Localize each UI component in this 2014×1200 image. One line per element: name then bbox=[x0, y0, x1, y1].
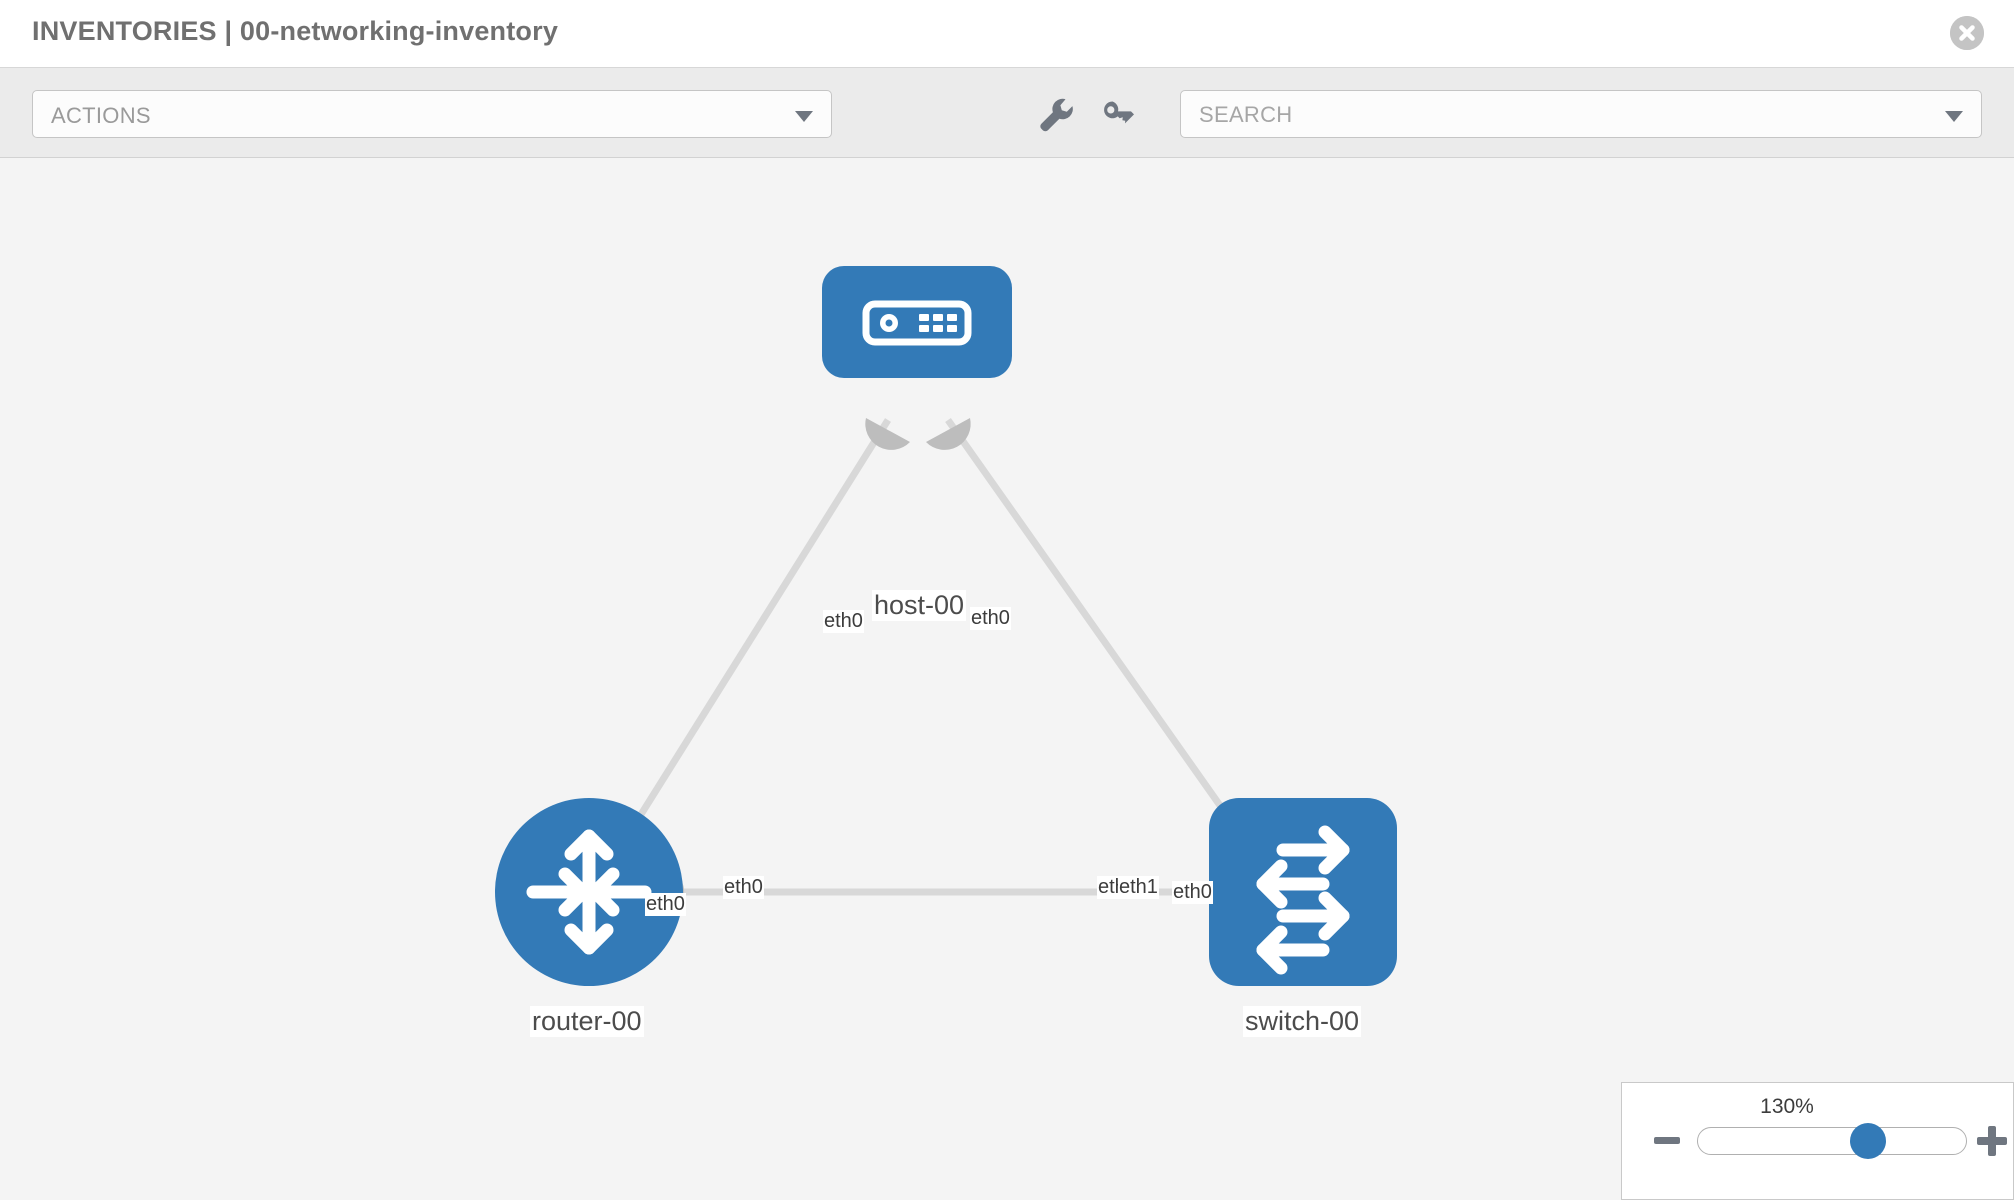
port-label-switch-up: eth0 bbox=[1172, 881, 1213, 904]
zoom-in-button[interactable] bbox=[1977, 1126, 2007, 1156]
node-label-switch-00: switch-00 bbox=[1243, 1006, 1362, 1037]
zoom-slider-track[interactable] bbox=[1697, 1127, 1967, 1155]
stub-host-left bbox=[865, 418, 910, 450]
link-lines bbox=[617, 417, 1253, 896]
toolbar: ACTIONS SEARCH bbox=[0, 68, 2014, 158]
actions-dropdown-label: ACTIONS bbox=[51, 103, 151, 128]
server-icon bbox=[862, 300, 972, 346]
port-label-router-right: eth0 bbox=[723, 876, 764, 899]
node-label-host-00: host-00 bbox=[872, 590, 967, 621]
chevron-down-icon bbox=[795, 111, 813, 122]
close-button[interactable] bbox=[1950, 16, 1984, 50]
wrench-button[interactable] bbox=[1035, 96, 1075, 134]
stub-host-right bbox=[926, 418, 971, 450]
search-input[interactable]: SEARCH bbox=[1180, 90, 1982, 138]
page-title: INVENTORIES | 00-networking-inventory bbox=[32, 16, 559, 46]
toolbar-icon-group bbox=[1035, 90, 1180, 138]
zoom-level-value: 130% bbox=[1760, 1095, 1814, 1118]
router-arrows-icon bbox=[526, 829, 652, 955]
search-placeholder: SEARCH bbox=[1199, 102, 1293, 127]
page-header: INVENTORIES | 00-networking-inventory bbox=[0, 0, 2014, 68]
switch-arrows-icon bbox=[1256, 825, 1350, 975]
node-host-00[interactable] bbox=[822, 266, 1012, 378]
link-host-switch[interactable] bbox=[945, 417, 1253, 851]
port-label-host-right: eth0 bbox=[970, 607, 1011, 630]
key-button[interactable] bbox=[1097, 96, 1137, 134]
key-icon bbox=[1104, 101, 1134, 124]
node-switch-00[interactable] bbox=[1209, 798, 1397, 986]
link-host-router[interactable] bbox=[617, 418, 891, 850]
zoom-slider-thumb[interactable] bbox=[1850, 1123, 1886, 1159]
wrench-icon bbox=[1040, 98, 1073, 132]
port-label-host-left: eth0 bbox=[823, 610, 864, 633]
close-icon bbox=[1950, 16, 1984, 50]
node-router-00[interactable] bbox=[495, 798, 683, 986]
zoom-control-panel: 130% bbox=[1621, 1082, 2014, 1200]
chevron-down-icon bbox=[1945, 111, 1963, 122]
link-stubs bbox=[672, 418, 1281, 918]
zoom-out-button[interactable] bbox=[1654, 1137, 1680, 1144]
topology-canvas[interactable]: host-00 eth0 eth0 router-00 eth0 eth0 bbox=[0, 158, 2014, 1200]
port-label-switch-left: eth1 bbox=[1118, 876, 1159, 899]
node-label-router-00: router-00 bbox=[530, 1006, 644, 1037]
actions-dropdown[interactable]: ACTIONS bbox=[32, 90, 832, 138]
port-label-router-up: eth0 bbox=[645, 893, 686, 916]
